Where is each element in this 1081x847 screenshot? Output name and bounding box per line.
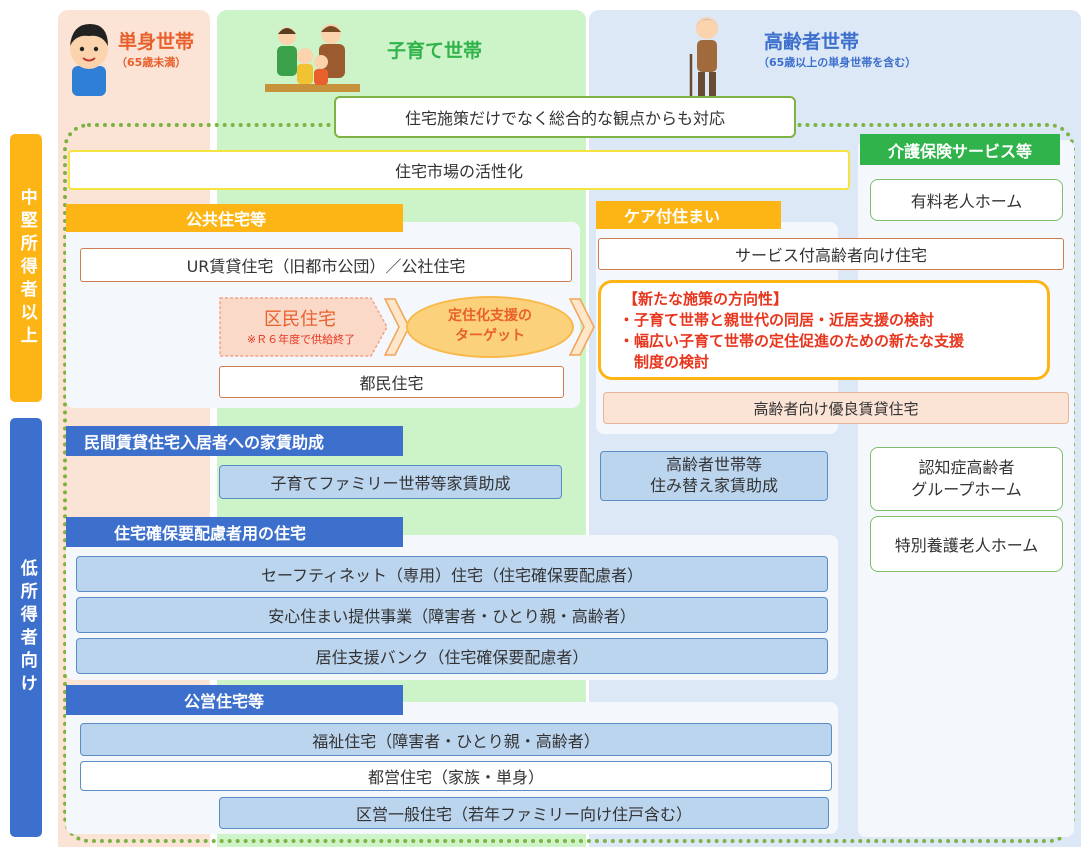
elderly-household-subtitle: （65歳以上の単身世帯を含む） <box>758 56 917 69</box>
single-household-title: 単身世帯 <box>118 31 195 53</box>
public-managed-title: 公営住宅等 <box>66 685 403 715</box>
new-policy-item: ・子育て世帯と親世代の同居・近居支援の検討 <box>619 311 935 329</box>
secure-living-program: 安心住まい提供事業（障害者・ひとり親・高齢者） <box>76 597 828 633</box>
elderly-person-icon <box>685 14 730 100</box>
ur-rental-housing: UR賃貸住宅（旧都市公団）／公社住宅 <box>80 248 572 282</box>
dementia-group-home: 認知症高齢者 グループホーム <box>870 447 1063 511</box>
elderly-move-rent-subsidy: 高齢者世帯等 住み替え家賃助成 <box>600 451 828 501</box>
chevron-right-icon-2 <box>568 297 596 357</box>
new-policy-box: 【新たな施策の方向性】 ・子育て世帯と親世代の同居・近居支援の検討 ・幅広い子育… <box>598 280 1050 380</box>
ward-housing-label: 区民住宅 <box>264 309 336 330</box>
new-policy-item: ・幅広い子育て世帯の定住促進のための新たな支援 <box>619 332 965 350</box>
child-household-title: 子育て世帯 <box>387 40 483 62</box>
comprehensive-banner: 住宅施策だけでなく総合的な観点からも対応 <box>334 96 796 138</box>
public-housing-title: 公共住宅等 <box>66 204 403 232</box>
middle-income-label-text: 中堅所得者以上 <box>16 187 37 349</box>
new-policy-item: 制度の検討 <box>619 353 710 371</box>
ward-general-housing: 区営一般住宅（若年ファミリー向け住戸含む） <box>219 797 829 829</box>
paid-elderly-home: 有料老人ホーム <box>870 179 1063 221</box>
chevron-right-icon <box>383 297 411 357</box>
secured-housing-title: 住宅確保要配慮者用の住宅 <box>66 517 403 547</box>
ward-housing-arrow <box>219 297 389 357</box>
elderly-excellent-rental: 高齢者向け優良賃貸住宅 <box>603 392 1069 424</box>
care-housing-title: ケア付住まい <box>596 201 781 229</box>
welfare-housing: 福祉住宅（障害者・ひとり親・高齢者） <box>80 723 832 756</box>
settlement-target-ellipse: 定住化支援の ターゲット <box>406 296 574 358</box>
single-person-icon <box>62 16 117 96</box>
residential-support-bank: 居住支援バンク（住宅確保要配慮者） <box>76 638 828 674</box>
low-income-label: 低所得者向け <box>10 418 42 837</box>
service-elderly-housing: サービス付高齢者向け住宅 <box>598 238 1064 270</box>
family-icon <box>265 22 360 94</box>
market-activation-box: 住宅市場の活性化 <box>68 150 850 190</box>
low-income-label-text: 低所得者向け <box>16 558 37 697</box>
single-household-subtitle: （65歳未満） <box>116 56 187 69</box>
tomin-housing: 都民住宅 <box>219 366 564 398</box>
new-policy-heading: 【新たな施策の方向性】 <box>623 290 789 308</box>
elderly-household-title: 高齢者世帯 <box>764 31 860 53</box>
metro-housing: 都営住宅（家族・単身） <box>80 761 832 791</box>
safety-net-housing: セーフティネット（専用）住宅（住宅確保要配慮者） <box>76 556 828 592</box>
ward-housing-note: ※Ｒ６年度で供給終了 <box>246 333 356 346</box>
child-family-rent-subsidy: 子育てファミリー世帯等家賃助成 <box>219 465 562 499</box>
middle-income-label: 中堅所得者以上 <box>10 134 42 402</box>
private-rent-subsidy-title: 民間賃貸住宅入居者への家賃助成 <box>66 426 403 456</box>
special-nursing-home: 特別養護老人ホーム <box>870 516 1063 572</box>
nursing-services-title: 介護保険サービス等 <box>860 134 1060 165</box>
